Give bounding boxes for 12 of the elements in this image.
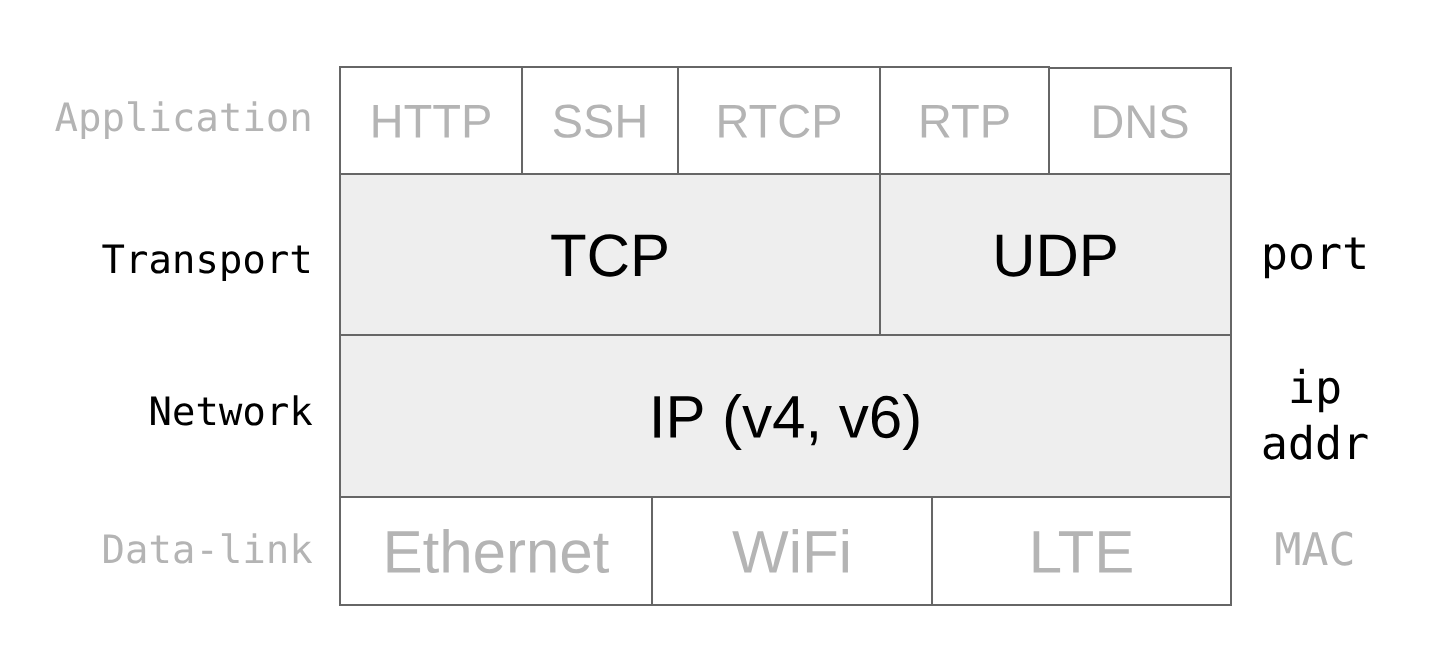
protocol-box: UDP — [879, 173, 1232, 336]
layer-label: Network — [151, 395, 313, 426]
protocol-box: TCP — [339, 173, 881, 336]
layer-label: Data-link — [104, 533, 313, 564]
protocol-box: WiFi — [651, 496, 933, 606]
address-label: ip addr — [1263, 368, 1368, 460]
address-label: MAC — [1276, 531, 1353, 566]
layer-label: Application — [55, 101, 310, 140]
address-label: port — [1265, 237, 1365, 279]
layer-label: Transport — [102, 244, 309, 282]
protocol-box: Ethernet — [339, 496, 653, 606]
protocol-box: LTE — [931, 496, 1232, 606]
